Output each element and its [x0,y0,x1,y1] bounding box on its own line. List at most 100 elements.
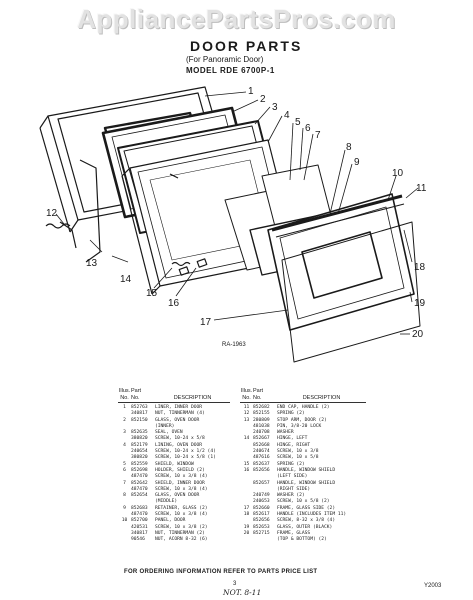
callout-10: 10 [392,168,404,179]
description-cell: SHIELD, WINDOW [155,461,194,467]
illus-no-cell: 20 [243,530,250,536]
description-cell: SCREW, 10 x 5/8 (2) [277,499,330,505]
part-no-cell: 852654 [131,493,148,499]
illus-no-cell [240,537,253,543]
table-row: (INNER) [118,424,230,430]
description-cell: SCREW, 10-24 x 1/2 (4) [155,449,216,455]
callout-18: 18 [414,262,426,273]
illus-no-cell: 13 [243,417,250,423]
part-no-cell [253,537,277,543]
door-handle [271,194,405,238]
description-cell: (LEFT SIDE) [277,474,308,480]
table-row: (LEFT SIDE) [240,474,366,480]
description-cell: (INNER) [155,423,175,429]
part-no-cell: 852668 [253,442,270,448]
part-no-cell: 340817 [131,411,148,417]
description-cell: SCREW, 10 x 3/8 (2) [155,524,208,530]
part-no-cell: 380820 [131,455,148,461]
description-cell: HANDLE, WINDOW SHIELD [277,467,336,473]
header-description: DESCRIPTION [302,394,341,401]
table-row: 380820 SCREW, 10-24 x 5/8 (1) [118,455,230,461]
part-no-cell: 487470 [131,474,148,480]
table-row: 8 852654 GLASS, OVEN DOOR [118,493,230,499]
part-no-cell: 852642 [131,480,148,486]
callout-17: 17 [200,317,212,328]
description-cell: NUT, ACORN 8-32 (6) [155,537,208,543]
part-no-cell: 481038 [253,423,270,429]
table-row: 240653 SCREW, 10 x 5/8 (2) [240,499,366,505]
part-no-cell: 90546 [131,537,145,543]
description-cell: GLASS, OVEN DOOR [155,493,200,499]
description-cell: (MIDDLE) [155,499,178,505]
ordering-note: FOR ORDERING INFORMATION REFER TO PARTS … [124,569,318,575]
header-part-no: No. [131,394,140,401]
part-no-cell: 240654 [131,449,148,455]
description-cell: (TOP & BOTTOM) (2) [277,537,327,543]
illus-no-cell: 18 [243,512,250,518]
illus-no-cell: 1 [123,405,126,410]
part-no-cell: 852763 [131,405,148,410]
callout-5: 5 [295,117,301,128]
part-no-cell: 487470 [131,486,148,492]
description-cell: NUT, TINNERMAN (4) [155,411,205,417]
illus-no-cell: 9 [123,505,126,511]
part-no-cell: 852150 [131,417,148,423]
description-cell: SPRING (2) [277,461,305,467]
description-cell: SCREW, 10 x 3/8 (4) [155,474,208,480]
callout-19: 19 [414,298,426,309]
description-cell: HINGE, LEFT [277,436,308,442]
callout-11: 11 [416,183,427,194]
callout-2: 2 [260,94,266,105]
document-code: Y2003 [424,583,442,589]
table-row: 340817 NUT, TINNERMAN (4) [118,411,230,417]
description-cell: SCREW, 10-24 x 5/8 [155,436,205,442]
table-header-right: Illus. Part No. No. DESCRIPTION [240,388,366,401]
illus-no-cell: 10 [121,518,128,524]
illus-no-cell: 19 [243,524,250,530]
description-cell: GLASS, OVEN DOOR [155,417,200,423]
illus-no-cell: 4 [123,442,126,448]
description-cell: LINING, OVEN DOOR [155,442,203,448]
part-no-cell: 240653 [253,499,270,505]
callout-12: 12 [46,208,58,219]
part-no-cell: 240674 [253,449,270,455]
table-row: 90546 NUT, ACORN 8-32 (6) [118,537,230,543]
part-no-cell: 852635 [131,430,148,436]
description-cell: SCREW, 10-24 x 5/8 (1) [155,455,216,461]
description-cell: HANDLE (INCLUDES ITEM 11) [277,512,347,518]
callout-14: 14 [120,274,132,285]
header-part-no: No. [253,394,262,401]
outer-glass-frame [281,221,421,363]
page-number: 3 [233,581,237,587]
description-cell: PANEL, DOOR [155,518,186,524]
callout-1: 1 [248,86,254,97]
illus-no-cell: 12 [243,411,250,417]
illus-no-cell: 5 [123,461,126,467]
header-illus: Illus. [118,388,131,394]
description-cell: WASHER (2) [277,493,305,499]
description-cell: FRAME, GLASS [277,530,311,536]
description-cell: RETAINER, GLASS (2) [155,505,208,511]
part-no-cell: 487616 [253,455,270,461]
illus-no-cell: 8 [123,493,126,499]
page-subtitle: (For Panoramic Door) [186,55,264,64]
part-no-cell: 380820 [131,436,148,442]
description-cell: HINGE, RIGHT [277,442,311,448]
table-row: 380820 SCREW, 10-24 x 5/8 [118,436,230,442]
part-no-cell: 852155 [253,411,270,417]
part-no-cell: 852698 [131,467,148,473]
description-cell: HOLDER, SHIELD (2) [155,467,205,473]
